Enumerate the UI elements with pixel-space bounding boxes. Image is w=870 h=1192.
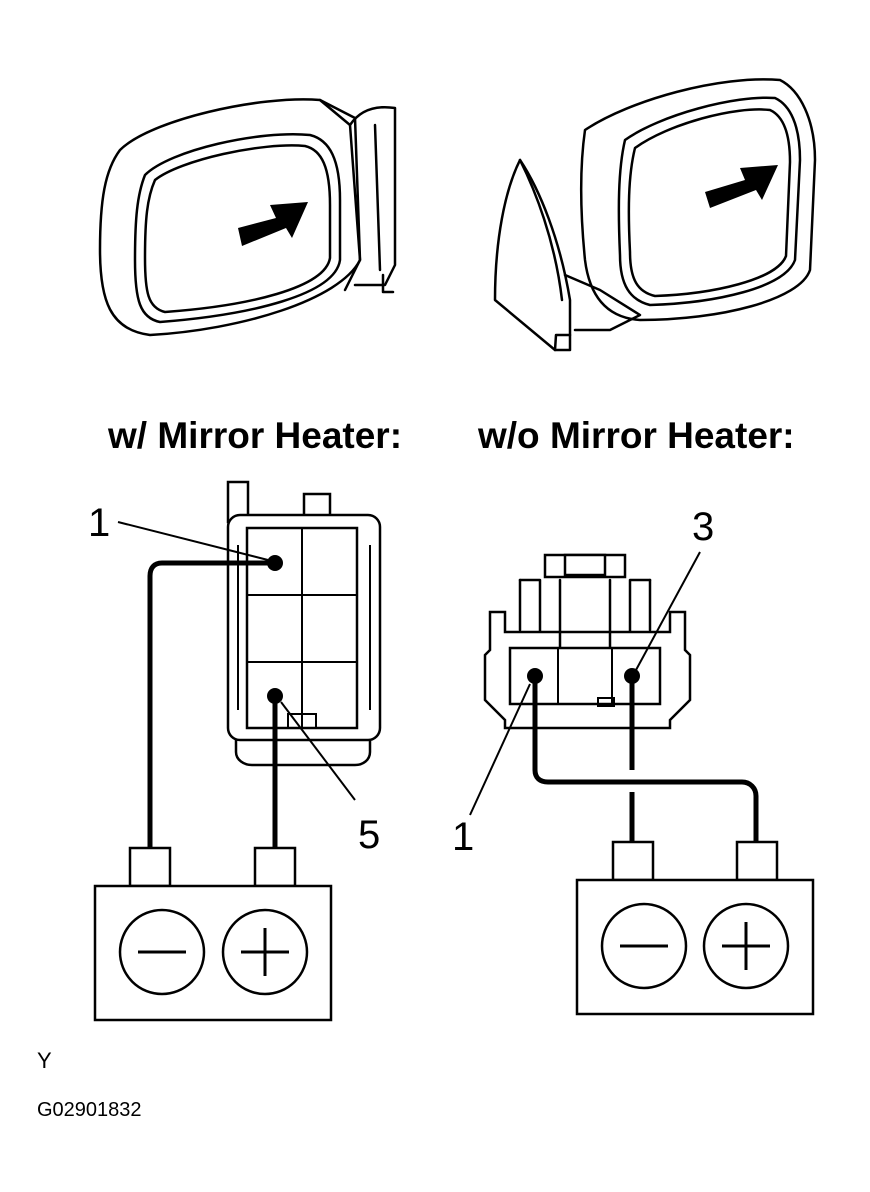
right-mirror-illustration: [493, 78, 817, 352]
right-terminal-1-dot: [527, 668, 543, 684]
right-battery: [575, 840, 815, 1016]
left-arrow-icon: [238, 202, 308, 246]
callout-right-1: 1: [452, 815, 474, 859]
left-wiring: [147, 560, 278, 848]
left-plus-icon: [241, 928, 289, 976]
left-mirror-illustration: [98, 98, 397, 337]
figure-code: G02901832: [37, 1099, 142, 1121]
right-connector: [483, 553, 692, 730]
right-plus-icon: [722, 922, 770, 970]
left-terminal-1-dot: [267, 555, 283, 571]
left-connector: [226, 480, 382, 767]
footer-letter: Y: [37, 1048, 52, 1073]
right-wiring: [532, 676, 759, 842]
heading-with-heater: w/ Mirror Heater:: [107, 415, 402, 456]
callout-right-3: 3: [692, 505, 714, 549]
callout-left-1: 1: [88, 501, 110, 545]
right-terminal-3-dot: [624, 668, 640, 684]
right-arrow-icon: [705, 165, 778, 208]
heading-without-heater: w/o Mirror Heater:: [477, 415, 795, 456]
left-battery: [93, 846, 333, 1022]
callout-left-5: 5: [358, 813, 380, 857]
left-terminal-5-dot: [267, 688, 283, 704]
